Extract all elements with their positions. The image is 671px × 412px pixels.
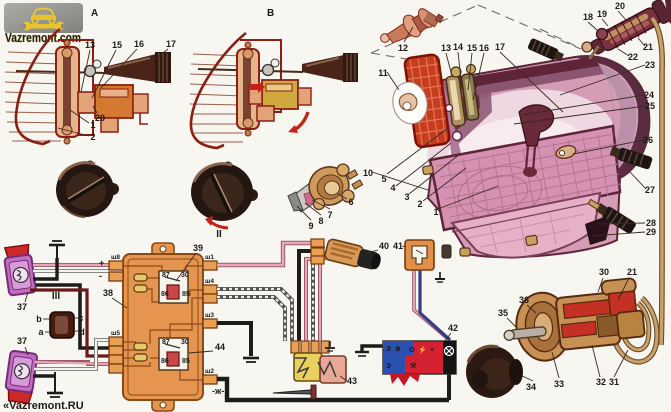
svg-text:+: + [99,258,104,268]
svg-text:b: b [36,314,42,324]
svg-text:85: 85 [182,291,190,298]
svg-text:38: 38 [103,288,113,298]
svg-text:ш4: ш4 [205,278,214,285]
svg-text:12: 12 [398,43,408,53]
svg-text:19: 19 [597,9,607,19]
svg-text:30: 30 [181,339,189,346]
svg-text:23: 23 [645,60,655,70]
svg-text:«Vazremont.RU: «Vazremont.RU [3,400,84,412]
svg-text:17: 17 [495,42,505,52]
svg-text:ш2: ш2 [205,368,214,375]
svg-text:21: 21 [643,42,653,52]
svg-text:⚒: ⚒ [410,362,417,370]
svg-text:37: 37 [17,336,27,346]
svg-text:1: 1 [433,207,438,217]
svg-text:9: 9 [308,221,313,231]
svg-text:25: 25 [645,101,655,111]
svg-text:d: d [79,327,85,337]
svg-text:21: 21 [627,267,637,277]
svg-text:-ж-: -ж- [212,386,224,396]
svg-text:87: 87 [162,339,170,346]
svg-text:О: О [409,347,415,354]
svg-text:43: 43 [347,376,357,386]
svg-text:Vazremont.com: Vazremont.com [5,31,81,45]
svg-text:87: 87 [162,272,170,279]
svg-text:B: B [267,8,274,19]
svg-text:-: - [99,271,102,281]
svg-text:2: 2 [90,132,95,142]
svg-text:28: 28 [646,218,656,228]
svg-text:ш1: ш1 [205,254,214,261]
svg-text:31: 31 [609,377,619,387]
svg-text:29: 29 [646,227,656,237]
svg-text:ш3: ш3 [205,312,214,319]
svg-text:85: 85 [182,358,190,365]
svg-text:Э: Э [386,363,391,370]
svg-text:17: 17 [166,39,176,49]
svg-text:ш5: ш5 [111,330,120,337]
svg-text:33: 33 [554,379,564,389]
svg-text:24: 24 [644,90,654,100]
svg-text:14: 14 [453,42,463,52]
svg-text:1: 1 [90,120,95,130]
svg-text:39: 39 [193,243,203,253]
svg-text:30: 30 [181,272,189,279]
svg-text:35: 35 [498,308,508,318]
svg-text:III: III [52,291,61,302]
svg-text:8: 8 [318,216,323,226]
svg-text:4: 4 [390,183,395,193]
svg-text:11: 11 [378,68,388,78]
svg-text:6: 6 [348,197,353,207]
svg-text:32: 32 [596,377,606,387]
svg-text:7: 7 [327,210,332,220]
svg-text:22: 22 [628,52,638,62]
svg-text:≡: ≡ [430,347,434,354]
svg-text:13: 13 [85,40,95,50]
svg-text:27: 27 [645,185,655,195]
svg-text:13: 13 [441,43,451,53]
svg-text:42: 42 [448,323,458,333]
svg-text:⊕: ⊕ [395,346,401,353]
svg-text:30: 30 [599,267,609,277]
svg-text:18: 18 [583,12,593,22]
svg-text:16: 16 [479,43,489,53]
svg-text:10: 10 [363,168,373,178]
svg-text:26: 26 [643,135,653,145]
svg-text:15: 15 [467,43,477,53]
svg-text:a: a [38,327,44,337]
svg-text:16: 16 [134,39,144,49]
svg-text:34: 34 [526,382,536,392]
svg-text:3: 3 [404,192,409,202]
svg-text:44: 44 [215,342,225,352]
svg-text:Э: Э [386,346,391,353]
svg-text:5: 5 [381,174,386,184]
svg-text:37: 37 [17,302,27,312]
svg-text:40: 40 [379,241,389,251]
svg-text:II: II [216,229,222,240]
svg-text:20: 20 [615,1,625,11]
svg-text:41: 41 [393,241,403,251]
svg-text:86: 86 [161,291,169,298]
svg-text:2: 2 [417,199,422,209]
svg-text:⚡: ⚡ [418,345,427,354]
svg-text:36: 36 [519,295,529,305]
svg-text:20: 20 [95,113,105,123]
svg-text:ш8: ш8 [111,254,120,261]
svg-text:86: 86 [161,358,169,365]
svg-text:A: A [91,8,98,19]
svg-text:15: 15 [112,40,122,50]
